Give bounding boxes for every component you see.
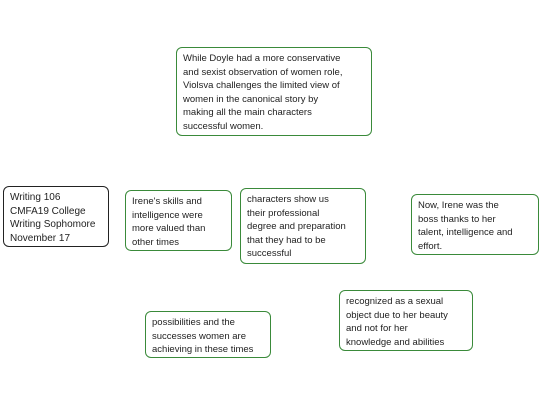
main-thesis-node[interactable]: While Doyle had a more conservative and … (176, 47, 372, 136)
irene-boss-node[interactable]: Now, Irene was the boss thanks to her ta… (411, 194, 539, 255)
professional-degree-node[interactable]: characters show us their professional de… (240, 188, 366, 264)
possibilities-node[interactable]: possibilities and the successes women ar… (145, 311, 271, 358)
irene-skills-node[interactable]: Irene's skills and intelligence were mor… (125, 190, 232, 251)
course-info-node[interactable]: Writing 106 CMFA19 College Writing Sopho… (3, 186, 109, 247)
sexual-object-node[interactable]: recognized as a sexual object due to her… (339, 290, 473, 351)
